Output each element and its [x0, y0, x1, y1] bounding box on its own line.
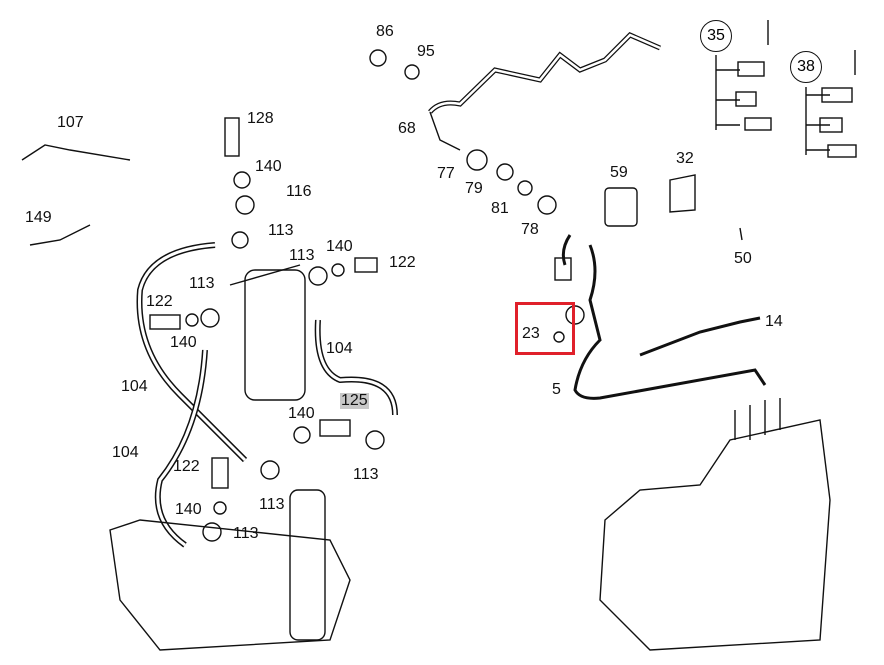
callout-50[interactable]: 50	[734, 250, 752, 267]
highlight-box-part-23	[515, 302, 575, 355]
callout-14[interactable]: 14	[765, 313, 783, 330]
callout-59[interactable]: 59	[610, 164, 628, 181]
callout-113[interactable]: 113	[268, 222, 294, 239]
callout-128[interactable]: 128	[247, 110, 274, 127]
callout-113[interactable]: 113	[233, 525, 259, 542]
callout-5[interactable]: 5	[552, 381, 561, 398]
callout-116[interactable]: 116	[286, 183, 312, 200]
callout-113[interactable]: 113	[259, 496, 285, 513]
callout-140[interactable]: 140	[170, 334, 197, 351]
callout-113[interactable]: 113	[189, 275, 215, 292]
callout-140[interactable]: 140	[175, 501, 202, 518]
callout-122[interactable]: 122	[146, 293, 173, 310]
callout-140[interactable]: 140	[326, 238, 353, 255]
callout-38[interactable]: 38	[790, 51, 822, 83]
callout-23[interactable]: 23	[522, 325, 540, 342]
callout-140[interactable]: 140	[255, 158, 282, 175]
callout-95[interactable]: 95	[417, 43, 435, 60]
callout-107[interactable]: 107	[57, 114, 84, 131]
callout-122[interactable]: 122	[173, 458, 200, 475]
callout-122[interactable]: 122	[389, 254, 416, 271]
callout-149[interactable]: 149	[25, 209, 52, 226]
callout-32[interactable]: 32	[676, 150, 694, 167]
callout-104[interactable]: 104	[326, 340, 353, 357]
callout-140[interactable]: 140	[288, 405, 315, 422]
callout-77[interactable]: 77	[437, 165, 455, 182]
callout-113[interactable]: 113	[353, 466, 379, 483]
callout-79[interactable]: 79	[465, 180, 483, 197]
callout-104[interactable]: 104	[112, 444, 139, 461]
callout-104[interactable]: 104	[121, 378, 148, 395]
callout-86[interactable]: 86	[376, 23, 394, 40]
callout-35[interactable]: 35	[700, 20, 732, 52]
callout-78[interactable]: 78	[521, 221, 539, 238]
callout-113[interactable]: 113	[289, 247, 315, 264]
callout-125[interactable]: 125	[340, 392, 369, 409]
callout-81[interactable]: 81	[491, 200, 509, 217]
callout-68[interactable]: 68	[398, 120, 416, 137]
